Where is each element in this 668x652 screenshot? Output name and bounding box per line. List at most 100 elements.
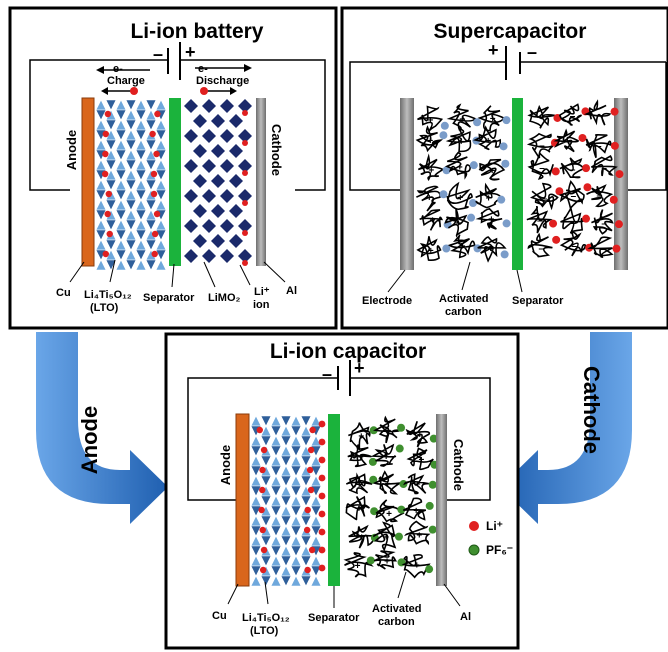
limo2-crystal: [229, 144, 243, 158]
surface-charge-sign: +: [356, 504, 362, 515]
battery-plus: +: [185, 42, 196, 62]
lto-crystal: [105, 199, 117, 211]
lto-crystal: [310, 525, 322, 537]
limo2-crystal: [238, 219, 252, 233]
surface-charge-sign: –: [601, 163, 607, 174]
electrolyte-ion: [394, 532, 403, 541]
electrolyte-ion: [549, 219, 558, 228]
carbon-particle: [417, 105, 443, 133]
carbon-particle: [345, 472, 373, 495]
lic-cathode-label: Cathode: [451, 439, 466, 491]
electrolyte-ion: [499, 142, 508, 151]
surface-charge-sign: +: [457, 193, 463, 204]
lto-crystal: [155, 169, 167, 181]
lto-crystal: [310, 505, 322, 517]
surface-charge-sign: +: [427, 115, 433, 126]
carbon-particle: [444, 151, 471, 180]
surface-charge-sign: –: [596, 141, 602, 152]
surface-charge-sign: +: [385, 426, 391, 437]
surface-charge-sign: +: [359, 532, 365, 543]
li-ion-dot: [242, 170, 248, 176]
legend-li-dot: [469, 521, 479, 531]
limo2-crystal: [211, 204, 225, 218]
lto-crystal: [290, 505, 302, 517]
li-ion-dot: [318, 456, 326, 464]
lto-crystal: [145, 179, 157, 191]
carbon-particle: [446, 181, 473, 211]
limo2-crystal: [184, 219, 198, 233]
limo2-crystal: [238, 159, 252, 173]
lic-lto-abbrev: (LTO): [250, 625, 279, 637]
surface-charge-sign: –: [537, 216, 543, 227]
carbon-particle: [345, 495, 370, 521]
carbon-particle: [478, 158, 506, 181]
supercap-separator: [512, 98, 523, 270]
electrolyte-ion: [440, 121, 449, 130]
li-ion-dot: [259, 486, 266, 494]
lto-crystal: [300, 415, 312, 427]
limo2-crystal: [193, 234, 207, 248]
li-ion-dot: [242, 230, 248, 236]
lto-crystal: [300, 575, 312, 587]
surface-charge-sign: –: [571, 191, 577, 202]
surface-charge-sign: +: [460, 241, 466, 252]
lto-crystal: [95, 259, 107, 271]
lto-crystal: [250, 545, 262, 557]
surface-charge-sign: +: [485, 136, 491, 147]
carbon-particle: [375, 499, 405, 523]
lto-crystal: [105, 239, 117, 251]
carbon-particle: [529, 182, 559, 211]
li-ion-dot: [303, 526, 311, 534]
limo2-crystal: [238, 249, 252, 263]
li-ion-dot: [318, 492, 326, 500]
lto-crystal: [135, 189, 147, 201]
surface-charge-sign: +: [457, 162, 463, 173]
electrolyte-ion: [428, 525, 437, 534]
lic-activated-top: Activated: [372, 603, 422, 615]
limo2-crystal: [211, 144, 225, 158]
carbon-particle: [372, 470, 401, 495]
lto-crystal: [280, 575, 292, 587]
surface-charge-sign: +: [383, 452, 389, 463]
surface-charge-sign: –: [601, 219, 607, 230]
lto-crystal: [115, 189, 127, 201]
lto-crystal: [105, 119, 117, 131]
electrolyte-ion: [442, 244, 451, 253]
li-ion-dot: [318, 564, 326, 572]
battery-lto-pointer: [109, 259, 116, 283]
lto-crystal: [155, 129, 167, 141]
limo2-crystal: [193, 144, 207, 158]
electrolyte-ion: [425, 501, 434, 510]
li-ion-dot: [318, 420, 326, 428]
li-ion-dot: [153, 150, 160, 158]
lto-crystal: [155, 259, 167, 271]
lto-crystal: [135, 129, 147, 141]
li-ion-dot: [318, 546, 326, 554]
lic-carbon-layer: ++++++++++++++++++: [343, 415, 439, 579]
battery-cu-pointer: [69, 261, 85, 283]
lto-crystal: [280, 555, 292, 567]
carbon-particle: [527, 104, 555, 129]
lto-crystal: [290, 445, 302, 457]
carbon-particle: [419, 209, 444, 231]
surface-charge-sign: +: [427, 136, 433, 147]
surface-charge-sign: +: [486, 193, 492, 204]
lto-crystal: [125, 119, 137, 131]
supercap-plus: +: [488, 40, 499, 60]
limo2-crystal: [184, 99, 198, 113]
limo2-crystal: [220, 159, 234, 173]
battery-al-pointer: [263, 261, 286, 283]
li-ion-dot: [260, 546, 268, 554]
battery-li-label-top: Li⁺: [254, 286, 270, 298]
lic-plus: +: [354, 358, 365, 378]
surface-charge-sign: +: [417, 430, 423, 441]
carbon-particle: [587, 236, 614, 258]
lto-crystal: [125, 239, 137, 251]
carbon-particle: [416, 236, 442, 262]
surface-charge-sign: +: [456, 219, 462, 230]
lto-crystal: [260, 555, 272, 567]
electrolyte-ion: [612, 244, 621, 253]
surface-charge-sign: –: [566, 137, 572, 148]
lto-crystal: [270, 465, 282, 477]
electrolyte-ion: [428, 480, 437, 489]
